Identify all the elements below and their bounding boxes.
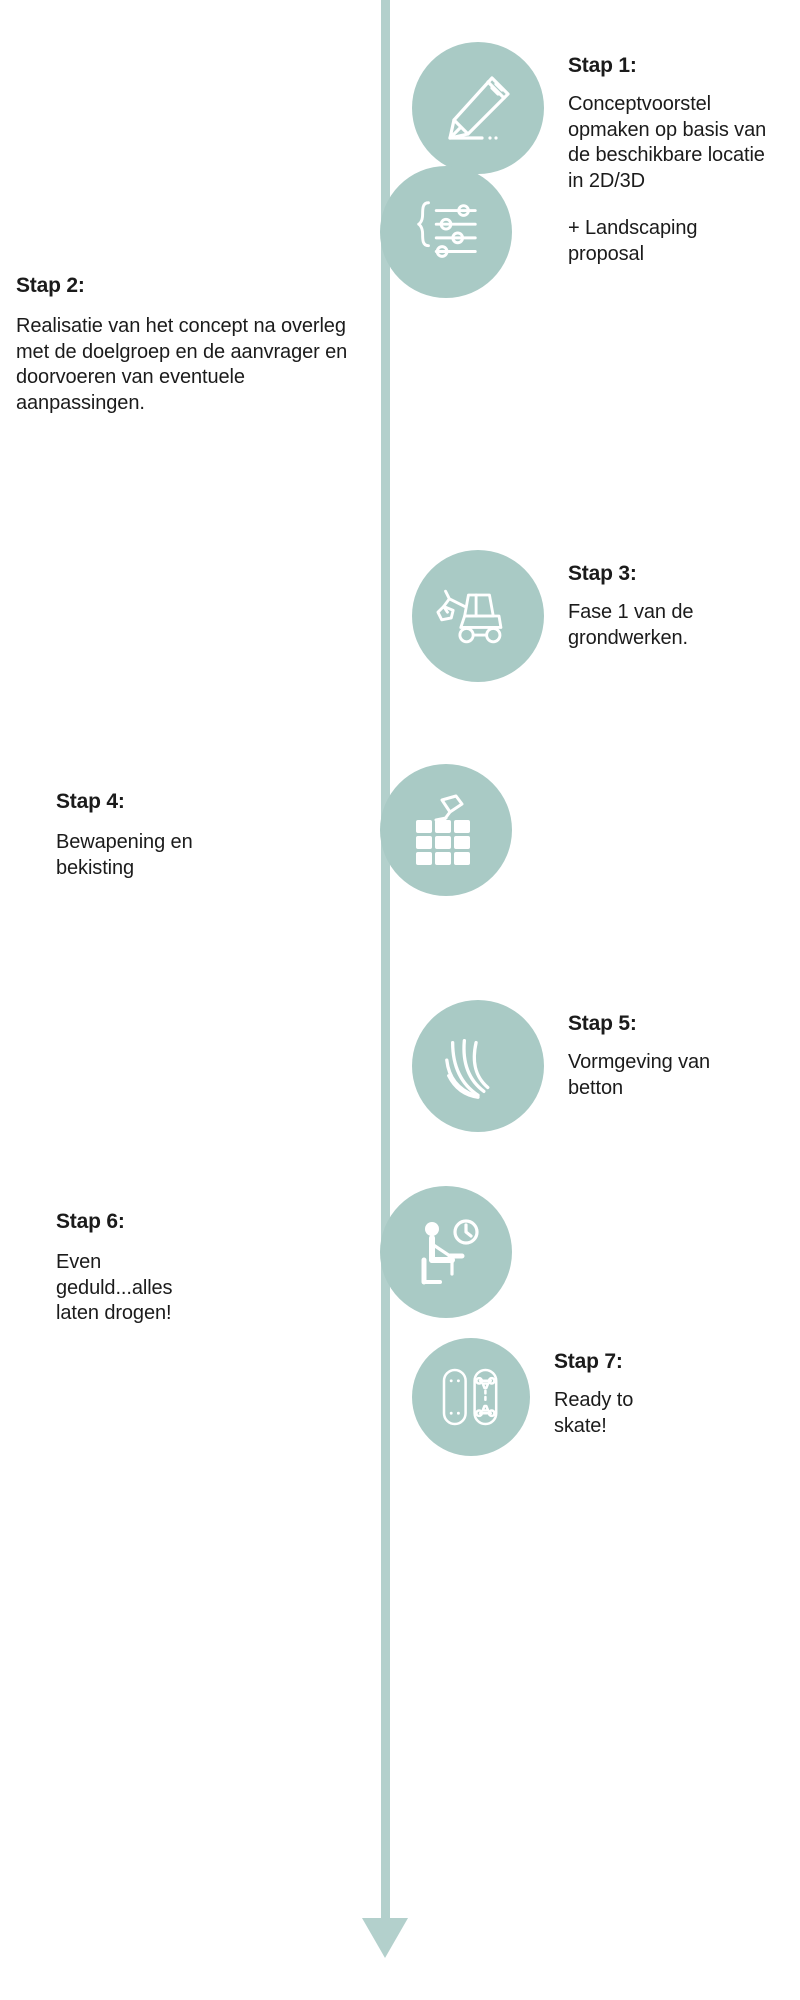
- step-7-icon-circle: [412, 1338, 530, 1456]
- step-6-title: Stap 6:: [56, 1210, 125, 1233]
- step-5-body: Vormgeving van betton: [568, 1051, 711, 1099]
- waiting-person-clock-icon: [406, 1212, 486, 1292]
- timeline-step-5: Stap 5: Vormgeving van betton: [412, 1000, 773, 1132]
- step-7-body: Ready to skate!: [554, 1389, 634, 1437]
- step-7-text: Stap 7: Ready to skate!: [554, 1338, 759, 1439]
- timeline-step-1: Stap 1: Conceptvoorstel opmaken op basis…: [412, 42, 773, 268]
- step-1-title: Stap 1:: [568, 54, 637, 77]
- step-1-text: Stap 1: Conceptvoorstel opmaken op basis…: [568, 42, 773, 268]
- step-4-icon-circle: [380, 764, 512, 896]
- step-1-icon-circle: [412, 42, 544, 174]
- step-5-icon-circle: [412, 1000, 544, 1132]
- timeline-step-4: Stap 4: Bewapening en bekisting: [0, 764, 512, 896]
- step-4-body: Bewapening en bekisting: [56, 831, 193, 879]
- step-3-title: Stap 3:: [568, 562, 637, 585]
- step-6-text: Stap 6: Even geduld...alles laten drogen…: [56, 1198, 356, 1327]
- step-6-icon-circle: [380, 1186, 512, 1318]
- step-3-body: Fase 1 van de grondwerken.: [568, 601, 694, 649]
- bricklaying-icon: [406, 790, 486, 870]
- timeline-step-2: Stap 2: Realisatie van het concept na ov…: [0, 166, 512, 416]
- timeline-step-3: Stap 3: Fase 1 van de grondwerken.: [412, 550, 773, 682]
- step-2-icon-circle: [380, 166, 512, 298]
- timeline-step-7: Stap 7: Ready to skate!: [412, 1338, 759, 1456]
- timeline-step-6: Stap 6: Even geduld...alles laten drogen…: [0, 1186, 512, 1327]
- step-2-body: Realisatie van het concept na overleg me…: [16, 315, 348, 414]
- step-3-icon-circle: [412, 550, 544, 682]
- step-4-title: Stap 4:: [56, 790, 125, 813]
- step-1-body-secondary: + Landscaping proposal: [568, 217, 698, 265]
- step-3-text: Stap 3: Fase 1 van de grondwerken.: [568, 550, 773, 651]
- excavator-icon: [436, 574, 520, 658]
- step-1-body: Conceptvoorstel opmaken op basis van de …: [568, 93, 767, 192]
- step-2-title: Stap 2:: [16, 274, 85, 297]
- circuit-sliders-icon: [407, 193, 485, 271]
- pencil-icon: [438, 68, 518, 148]
- step-5-text: Stap 5: Vormgeving van betton: [568, 1000, 773, 1101]
- concrete-smoothing-icon: [439, 1027, 517, 1105]
- step-6-body: Even geduld...alles laten drogen!: [56, 1251, 173, 1325]
- skateboard-icon: [435, 1361, 507, 1433]
- step-7-title: Stap 7:: [554, 1350, 623, 1373]
- timeline-arrow-icon: [362, 1918, 408, 1958]
- step-5-title: Stap 5:: [568, 1012, 637, 1035]
- timeline-spine: [381, 0, 390, 1925]
- step-2-text: Stap 2: Realisatie van het concept na ov…: [16, 262, 356, 416]
- step-4-text: Stap 4: Bewapening en bekisting: [56, 778, 356, 881]
